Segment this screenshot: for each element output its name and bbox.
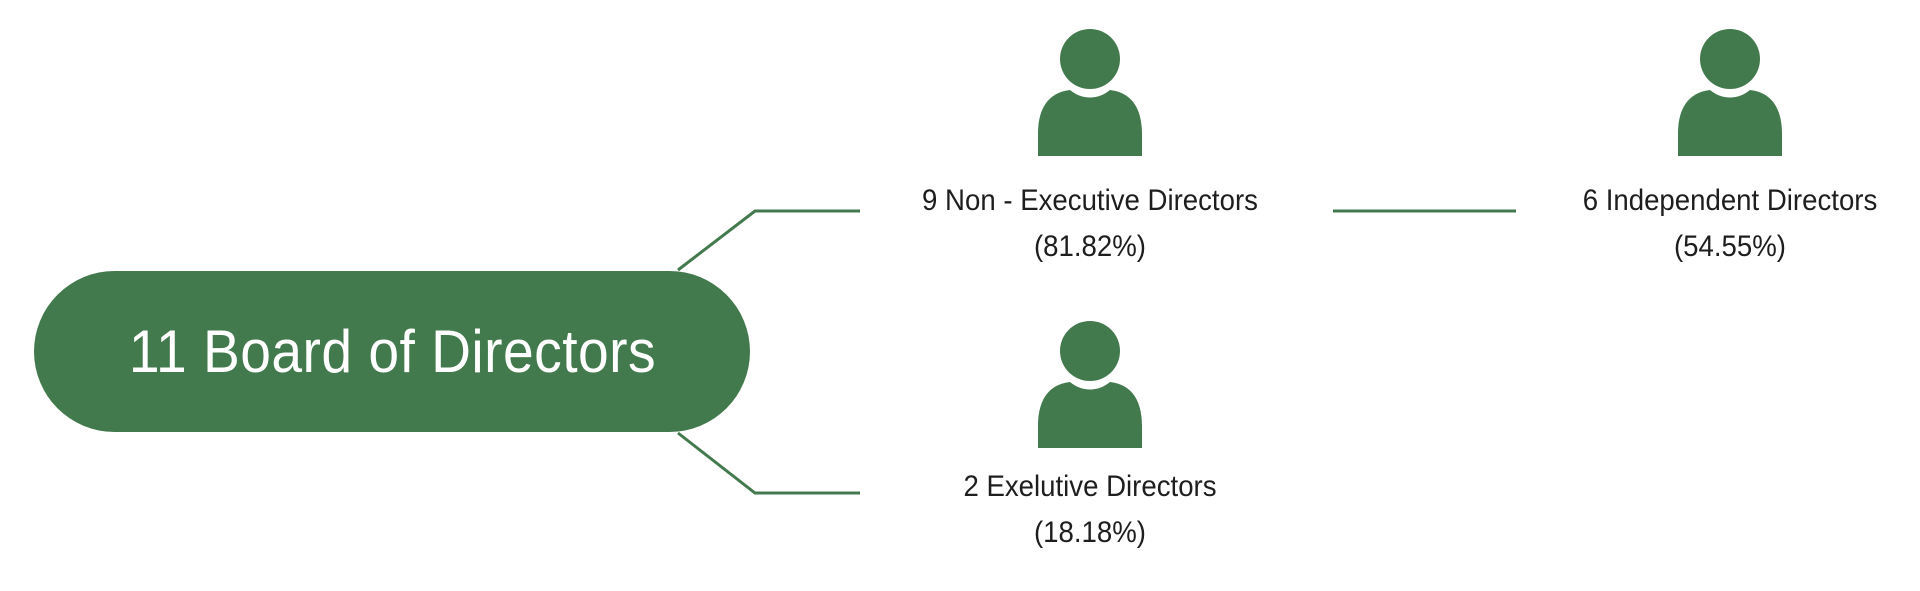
root-label: 11 Board of Directors [128, 318, 656, 385]
person-icon [1038, 321, 1142, 448]
person-icon [1038, 29, 1142, 156]
root-node-board: 11 Board of Directors [34, 271, 750, 432]
node-independent-label: 6 Independent Directors (54.55%) [1546, 178, 1914, 270]
node-executive-title: 2 Exelutive Directors [963, 470, 1217, 503]
node-executive-label: 2 Exelutive Directors (18.18%) [906, 464, 1274, 556]
node-non-executive-percent: (81.82%) [1033, 230, 1146, 263]
node-non-executive-title: 9 Non - Executive Directors [922, 184, 1258, 217]
node-independent-title: 6 Independent Directors [1582, 184, 1878, 217]
node-executive-percent: (18.18%) [1033, 516, 1146, 549]
connector-root-to-non-executive [677, 209, 860, 272]
person-icon [1678, 29, 1782, 156]
node-independent-percent: (54.55%) [1673, 230, 1786, 263]
connector-root-to-executive [677, 431, 860, 495]
node-non-executive-label: 9 Non - Executive Directors (81.82%) [906, 178, 1274, 270]
